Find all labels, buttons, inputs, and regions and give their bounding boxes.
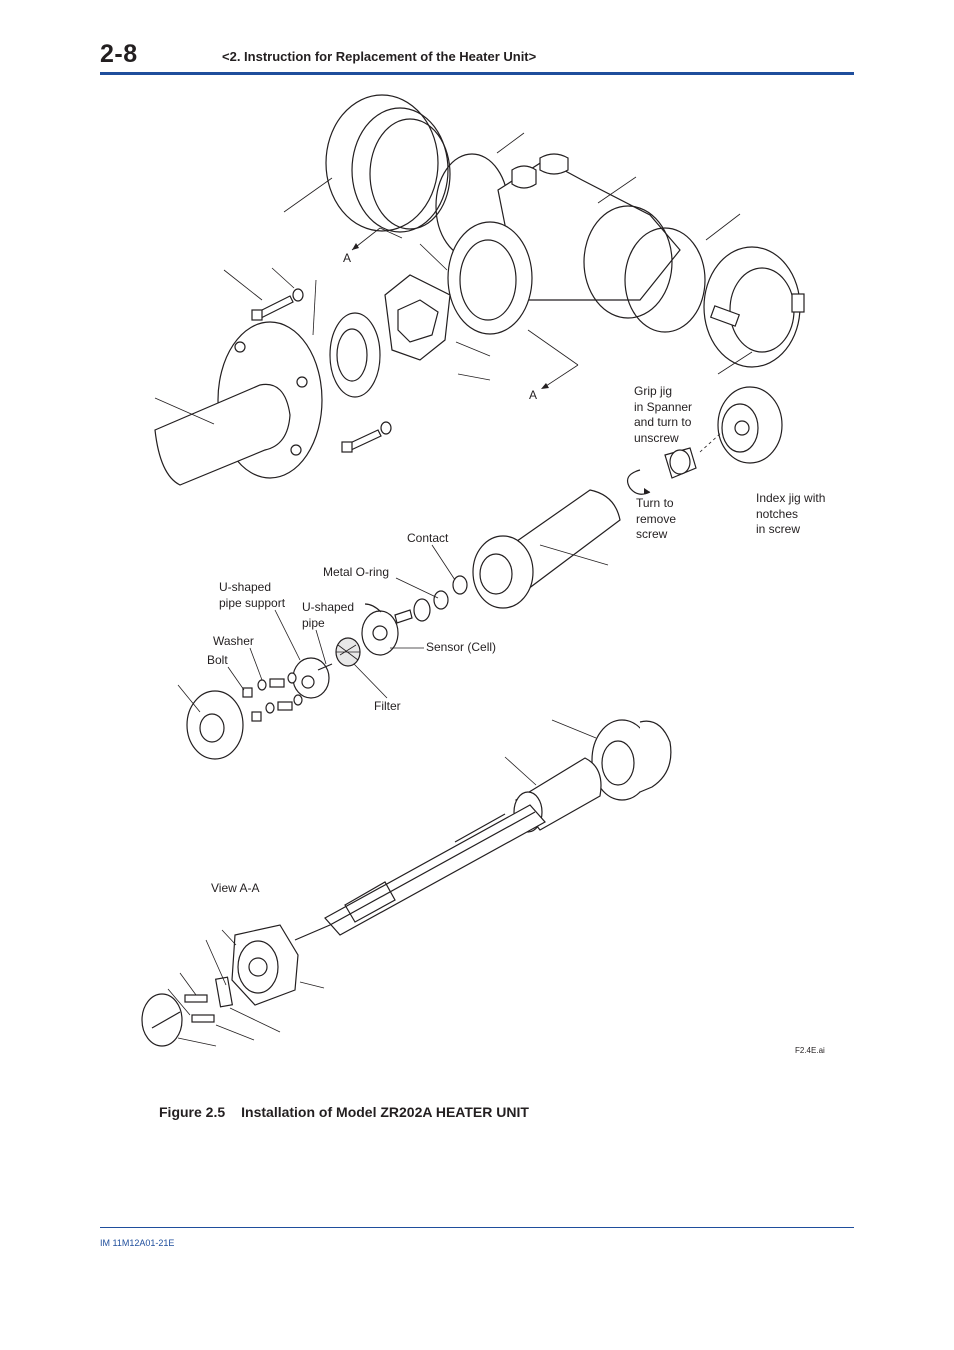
o-ring-bottom [141, 993, 183, 1047]
metal-o-ring-part [433, 590, 449, 610]
terminal-box-cover [325, 94, 451, 233]
label-metal-o-ring: Metal O-ring [323, 565, 390, 579]
figure-caption: Figure 2.5 Installation of Model ZR202A H… [159, 1104, 529, 1120]
page-number: 2-8 [100, 40, 138, 68]
filter-cap [186, 690, 244, 760]
o-ring-right [624, 227, 706, 333]
bolts-bottom [184, 994, 215, 1023]
grip-jig [664, 447, 697, 479]
bolts-middle [242, 672, 303, 722]
label-grip-jig: Grip jig in Spanner and turn to unscrew [634, 384, 693, 445]
u-shaped-pipe-support-part [292, 657, 333, 699]
heater-rail [324, 804, 546, 936]
label-turn-to-remove: Turn to remove screw [636, 496, 677, 541]
label-filter: Filter [374, 699, 401, 713]
label-section-a-bottom: A [529, 388, 538, 402]
bolts-top [251, 288, 392, 453]
adapter-block [231, 924, 299, 1006]
heater-cylinder [472, 489, 621, 609]
probe-housing [447, 153, 681, 335]
chapter-title: <2. Instruction for Replacement of the H… [222, 49, 537, 64]
label-u-shaped-pipe-support: U-shaped pipe support [219, 580, 286, 610]
figure-caption-number: Figure 2.5 [159, 1104, 226, 1120]
label-section-a-top: A [343, 251, 352, 265]
mounting-flange [154, 312, 381, 486]
figure-caption-text: Installation of Model ZR202A HEATER UNIT [241, 1104, 529, 1120]
document-id: IM 11M12A01-21E [100, 1238, 175, 1248]
bottom-flange [591, 719, 672, 801]
terminal-box-cap [703, 246, 805, 368]
footer-rule [100, 1227, 854, 1228]
adapter-plate [384, 274, 451, 361]
plate [214, 976, 234, 1008]
label-u-shaped-pipe: U-shaped pipe [302, 600, 355, 630]
label-washer: Washer [213, 634, 254, 648]
label-bolt: Bolt [207, 653, 228, 667]
index-jig [717, 386, 783, 464]
label-sensor-cell: Sensor (Cell) [426, 640, 497, 654]
filter-disc [335, 637, 361, 667]
header-rule [100, 72, 854, 75]
label-view-a-a: View A-A [211, 881, 260, 895]
label-contact: Contact [407, 531, 449, 545]
label-index-jig: Index jig with notches in screw [756, 491, 826, 536]
contact-ring [452, 575, 468, 595]
figure-file-tag: F2.4E.ai [795, 1046, 825, 1055]
